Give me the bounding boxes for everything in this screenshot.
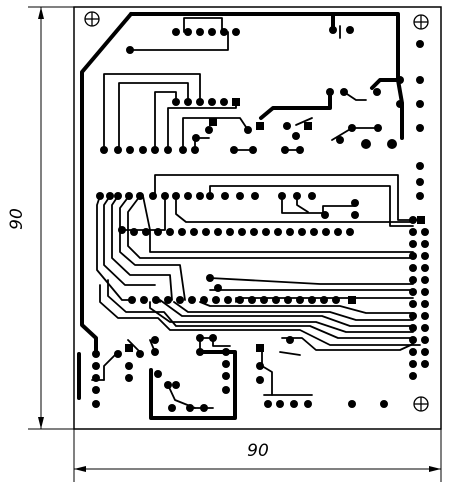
width-dimension-label: 90: [247, 441, 269, 461]
board-outline: [73, 6, 442, 430]
mounting-hole-bottom-right: [413, 396, 429, 412]
pad-row-long-upper: [118, 226, 354, 236]
pad-row-upper: [172, 76, 424, 108]
dimension-lines: [28, 6, 442, 482]
pad-row-top: [126, 26, 424, 54]
pad-row-long-lower: [128, 274, 356, 304]
component-pads: [92, 26, 429, 412]
mounting-holes: [84, 11, 429, 412]
pad-row-ic: [96, 162, 424, 219]
dimension-arrows: [38, 7, 441, 472]
pad-row-header: [100, 146, 304, 154]
mounting-hole-top-right: [413, 14, 429, 30]
pad-row-middle: [192, 118, 424, 149]
pad-group-bottom: [92, 334, 388, 412]
height-dimension-label: 90: [7, 208, 27, 230]
connector-double-row: [409, 216, 429, 380]
mounting-hole-top-left: [84, 11, 100, 27]
copper-traces: [77, 12, 421, 420]
